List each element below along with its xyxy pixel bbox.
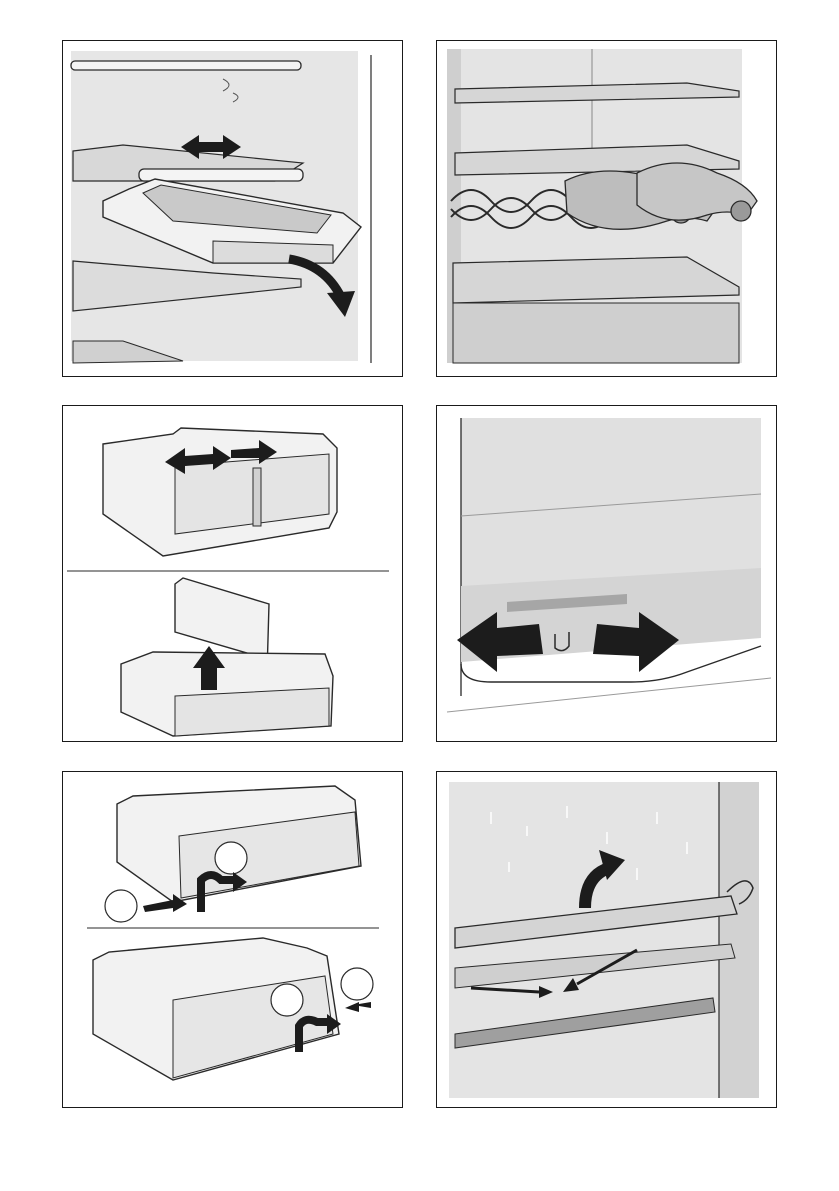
top-rail [71,61,301,70]
step-marker [215,842,247,874]
illustration-panel-drawer-removal [62,771,403,1108]
step-marker [105,890,137,922]
step-marker [341,968,373,1000]
divider-illustration [63,406,403,742]
shelf-lift-illustration [437,772,777,1108]
shelf-front-rail [139,169,303,181]
wine-rack-illustration [437,41,777,377]
illustration-panel-divider [62,405,403,742]
illustration-panel-drawer-slide [62,40,403,377]
drawer-slide-illustration [63,41,403,377]
compartment-slide-illustration [437,406,777,742]
drawer-removal-illustration [63,772,403,1108]
illustration-panel-shelf-lift [436,771,777,1108]
step-marker [271,984,303,1016]
shelf [453,257,739,303]
illustration-panel-compartment-slide [436,405,777,742]
illustration-panel-wine-rack [436,40,777,377]
